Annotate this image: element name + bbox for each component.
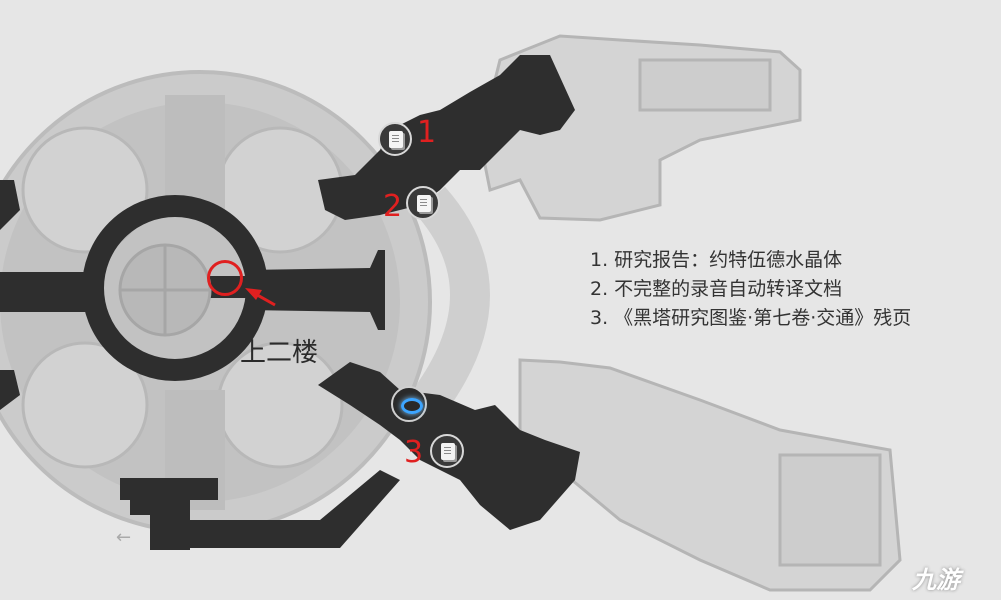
item-legend: 1. 研究报告：约特伍德水晶体 2. 不完整的录音自动转译文档 3. 《黑塔研究… — [590, 246, 911, 333]
legend-item-2: 2. 不完整的录音自动转译文档 — [590, 278, 843, 300]
floor-up-label: 上二楼 — [240, 338, 319, 368]
document-icon[interactable] — [430, 434, 464, 468]
back-arrow-icon[interactable]: ← — [116, 527, 132, 548]
legend-item-3: 3. 《黑塔研究图鉴·第七卷·交通》残页 — [590, 307, 912, 329]
space-anchor-icon[interactable] — [391, 386, 427, 422]
document-icon[interactable] — [378, 122, 412, 156]
pointer-arrow — [245, 288, 276, 307]
marker-number-1: 1 — [417, 115, 437, 150]
marker-number-3: 3 — [404, 435, 424, 470]
marker-number-2: 2 — [383, 189, 403, 224]
walkable-paths — [0, 55, 580, 550]
document-icon[interactable] — [406, 186, 440, 220]
legend-item-1: 1. 研究报告：约特伍德水晶体 — [590, 249, 843, 271]
arc-corridor — [413, 186, 490, 412]
target-circle-icon — [207, 260, 243, 296]
east-annex-lower — [518, 358, 902, 592]
watermark-logo: 九游 — [912, 566, 960, 594]
central-cross — [118, 243, 212, 337]
inner-chambers — [21, 126, 344, 469]
